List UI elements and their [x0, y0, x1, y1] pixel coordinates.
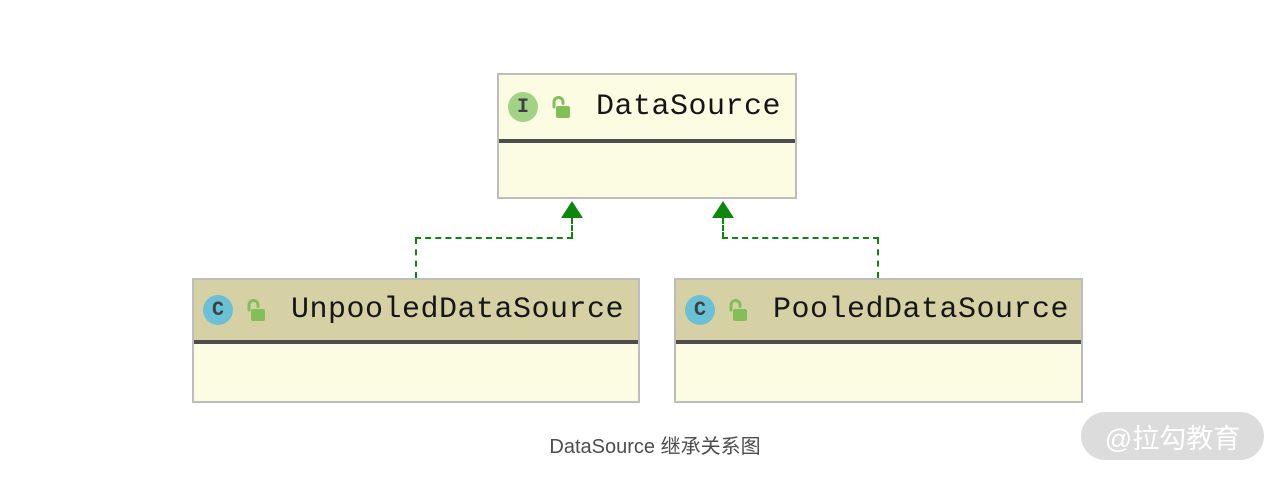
watermark-badge: @拉勾教育	[1081, 412, 1264, 460]
node-body	[676, 344, 1081, 401]
node-header: C UnpooledDataSource	[194, 280, 638, 344]
edge-segment	[415, 238, 417, 278]
node-header: I DataSource	[499, 75, 795, 143]
node-pooleddatasource[interactable]: C PooledDataSource	[674, 278, 1083, 403]
class-badge-icon: C	[685, 295, 715, 325]
node-title: UnpooledDataSource	[291, 293, 625, 327]
node-header: C PooledDataSource	[676, 280, 1081, 344]
watermark-text: @拉勾教育	[1104, 423, 1241, 454]
node-unpooleddatasource[interactable]: C UnpooledDataSource	[192, 278, 640, 403]
public-unlocked-icon	[550, 95, 571, 120]
class-badge-icon: C	[203, 295, 233, 325]
node-body	[194, 344, 638, 401]
implements-arrowhead-icon	[712, 201, 734, 218]
node-title: PooledDataSource	[773, 293, 1070, 327]
public-unlocked-icon	[245, 298, 266, 323]
diagram-caption: DataSource 继承关系图	[549, 436, 761, 458]
node-body	[499, 143, 795, 197]
implements-arrowhead-icon	[561, 201, 583, 218]
public-unlocked-icon	[727, 298, 748, 323]
node-title: DataSource	[596, 90, 782, 124]
edge-segment	[877, 238, 879, 278]
node-datasource[interactable]: I DataSource	[497, 73, 797, 199]
edge-segment	[722, 218, 724, 238]
edge-segment	[571, 218, 573, 238]
edge-segment	[415, 237, 573, 239]
interface-badge-icon: I	[508, 92, 538, 122]
edge-segment	[722, 237, 879, 239]
